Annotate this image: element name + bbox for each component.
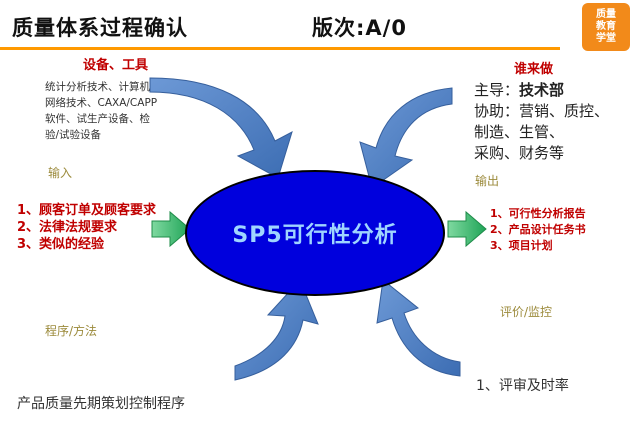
list-item: 验/试验设备 [45, 129, 102, 141]
list-item: 统计分析技术、计算机 [45, 81, 150, 93]
version-label: 版次:A/0 [312, 16, 407, 40]
list-item: 2、法律法规要求 [17, 220, 118, 235]
list-item: 网络技术、CAXA/CAPP [45, 97, 158, 109]
output-list: 1、可行性分析报告 2、产品设计任务书 3、项目计划 [490, 206, 586, 254]
equipment-list: 统计分析技术、计算机 网络技术、CAXA/CAPP 软件、试生产设备、检 验/试… [45, 79, 157, 143]
right-arrow-icon [447, 210, 487, 248]
list-item: 1、可行性分析报告 [490, 207, 586, 220]
procedure-label: 程序/方法 [45, 324, 98, 338]
list-item: 主导：技术部 [474, 81, 565, 99]
who-list: 主导：技术部 协助：营销、质控、 制造、生管、 采购、财务等 [474, 80, 609, 164]
evaluation-label: 评价/监控 [500, 305, 553, 319]
brand-logo: 质量 教育 学堂 [582, 3, 630, 51]
title-divider [0, 47, 560, 50]
list-item: 3、类似的经验 [17, 237, 105, 252]
curved-arrow-icon [149, 77, 293, 179]
process-name: SP5可行性分析 [232, 223, 398, 248]
list-item: 软件、试生产设备、检 [45, 113, 150, 125]
list-item: 1、顾客订单及顾客要求 [17, 203, 157, 218]
curved-arrow-icon [234, 279, 319, 381]
who-heading: 谁来做 [514, 62, 554, 77]
page-title: 质量体系过程确认 [12, 16, 188, 40]
output-label: 输出 [475, 174, 500, 188]
right-arrow-icon [151, 210, 191, 248]
list-item: 制造、生管、 [474, 123, 565, 141]
evaluation-text: 1、评审及时率 [476, 378, 569, 394]
list-item: 协助：营销、质控、 [474, 102, 610, 120]
list-item: 2、产品设计任务书 [490, 223, 586, 236]
list-item: 采购、财务等 [474, 144, 565, 162]
procedure-text: 产品质量先期策划控制程序 [17, 396, 185, 412]
process-ellipse [185, 170, 445, 296]
input-label: 输入 [48, 166, 73, 180]
equipment-heading: 设备、工具 [83, 58, 149, 73]
list-item: 3、项目计划 [490, 239, 553, 252]
input-list: 1、顾客订单及顾客要求 2、法律法规要求 3、类似的经验 [17, 202, 156, 253]
